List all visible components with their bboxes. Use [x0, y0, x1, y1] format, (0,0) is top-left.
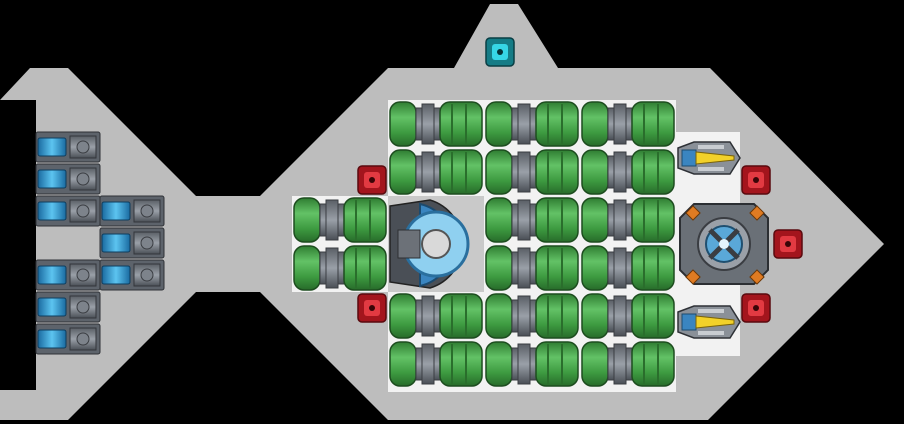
- battery-cell-icon: [35, 291, 101, 323]
- red-node-icon: [773, 229, 803, 259]
- fuel-tank-icon: [581, 341, 675, 387]
- fuel-tank-icon: [389, 341, 483, 387]
- red-node-icon: [357, 165, 387, 195]
- cyan-node-icon: [485, 37, 515, 67]
- fuel-tank-icon: [581, 149, 675, 195]
- fuel-tank-icon: [581, 101, 675, 147]
- red-node-icon: [741, 293, 771, 323]
- battery-layer: [35, 131, 165, 355]
- battery-cell-icon: [35, 163, 101, 195]
- battery-cell-icon: [99, 259, 165, 291]
- fuel-tank-icon: [389, 149, 483, 195]
- fuel-tank-layer: [293, 101, 675, 387]
- fuel-tank-icon: [293, 245, 387, 291]
- battery-cell-icon: [35, 259, 101, 291]
- battery-cell-icon: [35, 131, 101, 163]
- parts-layer: [357, 37, 803, 339]
- fuel-tank-icon: [581, 293, 675, 339]
- battery-cell-icon: [99, 227, 165, 259]
- fuel-tank-icon: [581, 197, 675, 243]
- gun-turret-icon: [677, 141, 741, 175]
- fuel-tank-icon: [485, 197, 579, 243]
- fuel-tank-icon: [485, 341, 579, 387]
- red-node-icon: [741, 165, 771, 195]
- fuel-tank-icon: [389, 293, 483, 339]
- fuel-tank-icon: [485, 293, 579, 339]
- fuel-tank-icon: [485, 101, 579, 147]
- fuel-tank-icon: [293, 197, 387, 243]
- reactor-core-icon: [679, 203, 769, 285]
- gun-turret-icon: [677, 305, 741, 339]
- battery-cell-icon: [35, 323, 101, 355]
- red-node-icon: [357, 293, 387, 323]
- battery-cell-icon: [35, 195, 101, 227]
- fuel-tank-icon: [389, 101, 483, 147]
- battery-cell-icon: [99, 195, 165, 227]
- fuel-tank-icon: [485, 245, 579, 291]
- fuel-tank-icon: [581, 245, 675, 291]
- fuel-tank-icon: [485, 149, 579, 195]
- cockpit-dome-icon: [388, 196, 484, 292]
- hull-notch: [0, 100, 36, 390]
